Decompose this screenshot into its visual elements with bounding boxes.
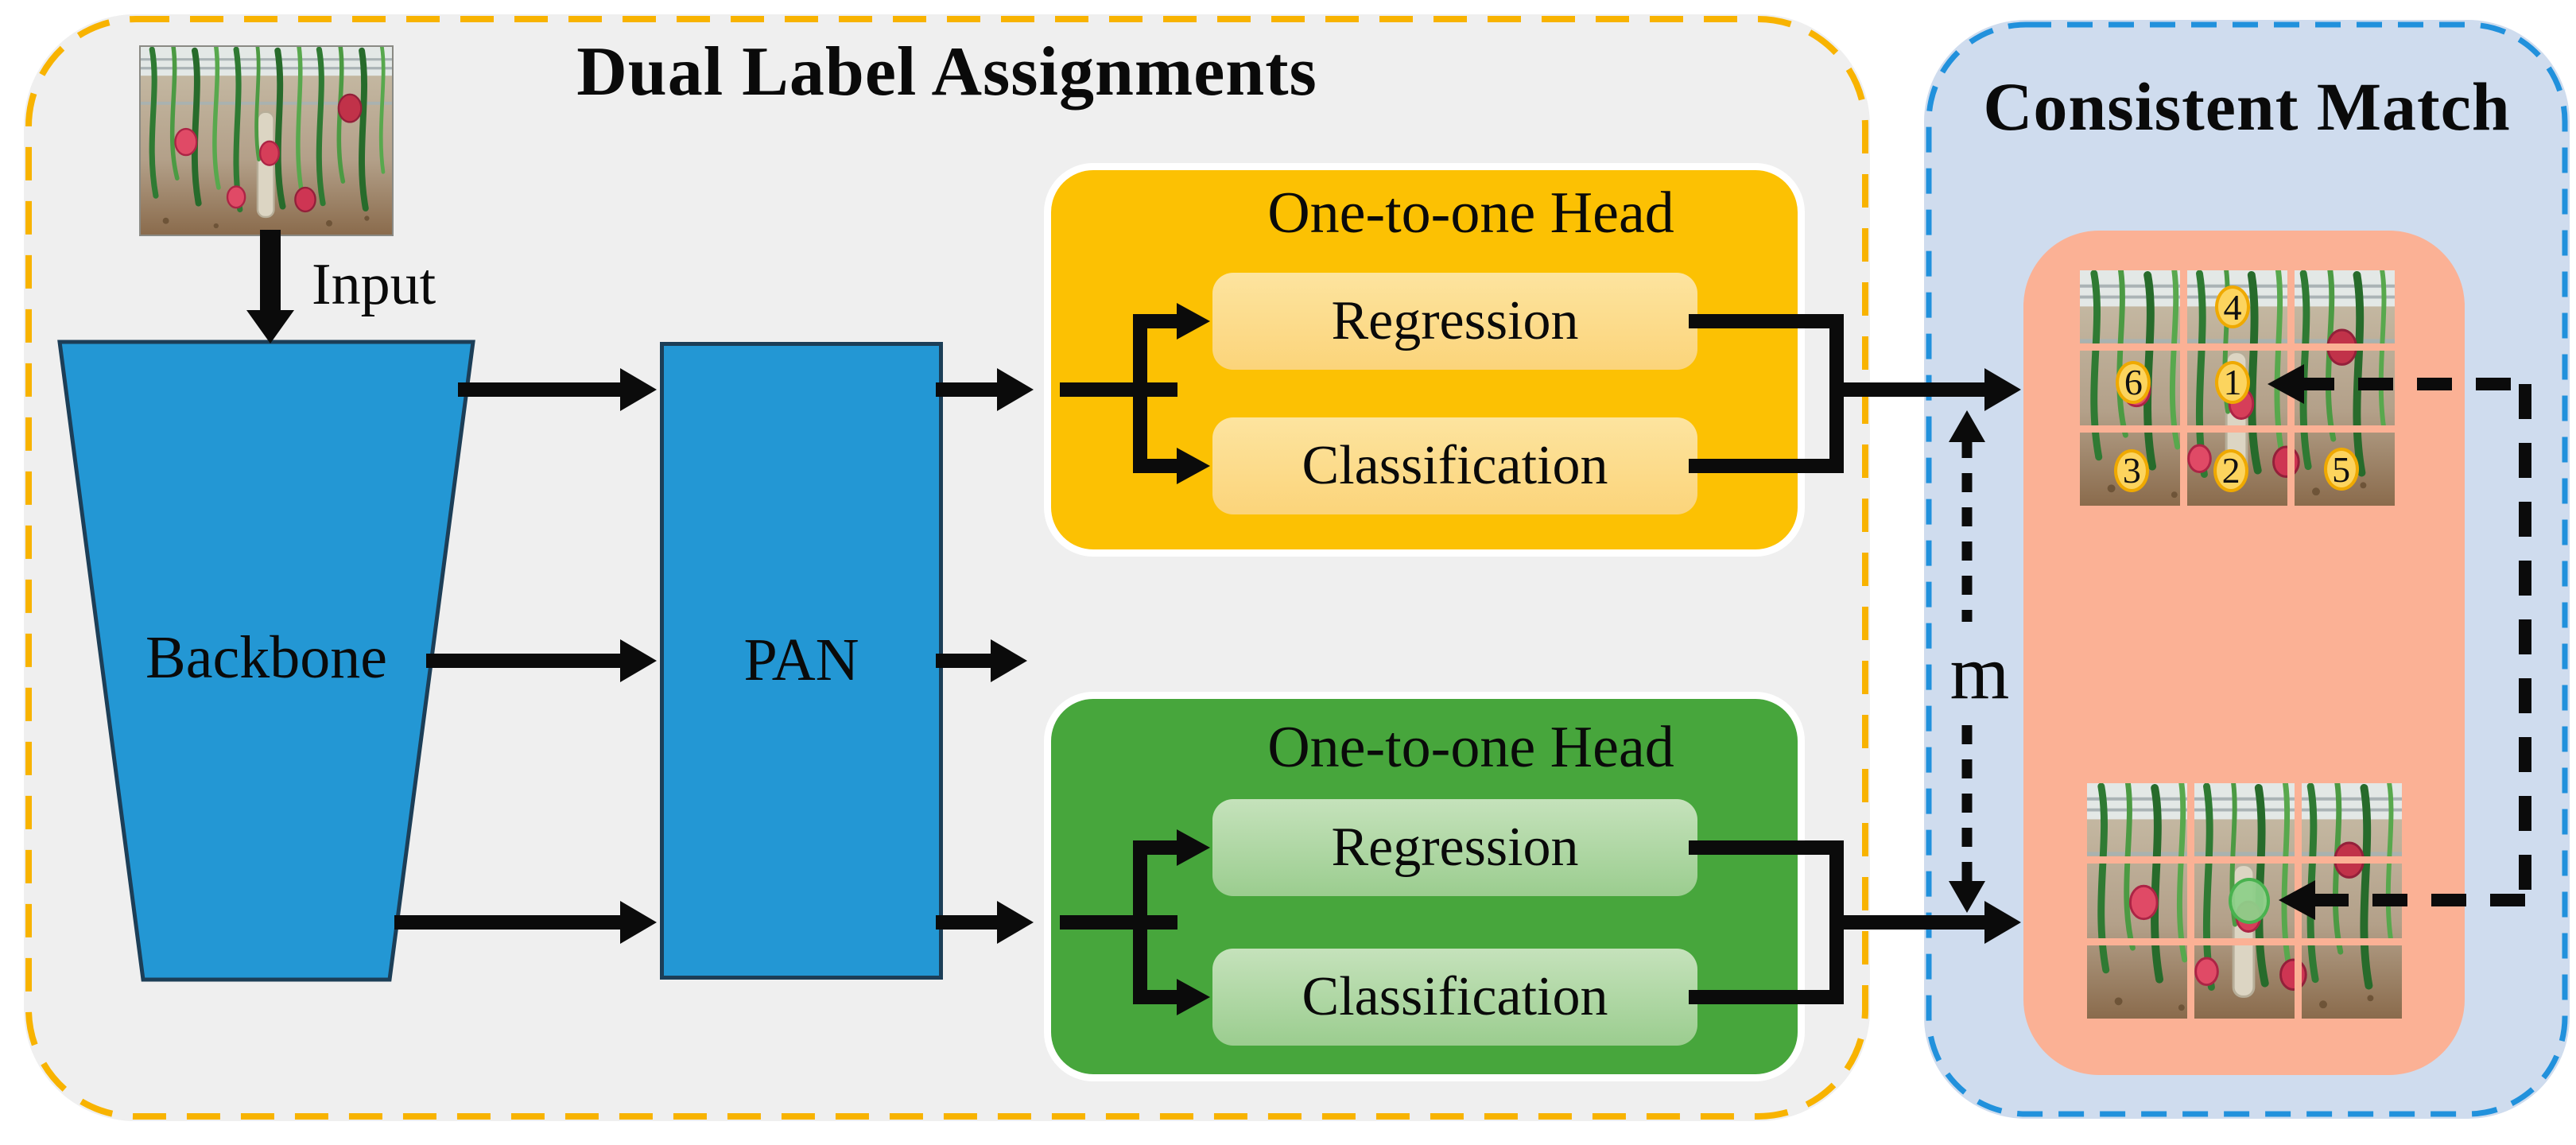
anchor-marker-5: 5 bbox=[2323, 448, 2359, 491]
match-grid-top: 4 6 1 3 2 5 bbox=[2080, 267, 2395, 506]
consistency-metric-label: m bbox=[1949, 630, 2010, 715]
head-top-title: One-to-one Head bbox=[1267, 180, 1674, 246]
pan-label: PAN bbox=[743, 627, 859, 694]
head-top-regression-box: Regression bbox=[1212, 273, 1697, 370]
match-grid-bottom bbox=[2087, 780, 2402, 1019]
grid-line bbox=[2080, 344, 2395, 351]
grid-line bbox=[2080, 425, 2395, 433]
grid-line bbox=[2087, 856, 2402, 864]
right-panel-title: Consistent Match bbox=[1983, 68, 2511, 145]
input-label: Input bbox=[312, 252, 436, 317]
head-top-classification-box: Classification bbox=[1212, 417, 1697, 514]
anchor-marker-4: 4 bbox=[2215, 285, 2251, 329]
anchor-marker-6: 6 bbox=[2116, 360, 2151, 404]
pan-box: PAN bbox=[660, 342, 943, 980]
anchor-marker-2: 2 bbox=[2213, 448, 2249, 492]
backbone-label: Backbone bbox=[145, 624, 387, 691]
head-bottom-title: One-to-one Head bbox=[1267, 715, 1674, 780]
grid-line bbox=[2295, 783, 2302, 1019]
grid-line bbox=[2180, 270, 2187, 506]
head-bottom-regression-box: Regression bbox=[1212, 799, 1697, 896]
selected-anchor-marker bbox=[2228, 878, 2270, 924]
grid-line bbox=[2087, 938, 2402, 945]
input-image bbox=[139, 45, 394, 236]
head-bottom-classification-box: Classification bbox=[1212, 949, 1697, 1046]
grid-line bbox=[2287, 270, 2295, 506]
orchard-scene bbox=[141, 45, 392, 235]
anchor-marker-3: 3 bbox=[2114, 448, 2150, 492]
grid-line bbox=[2187, 783, 2194, 1019]
anchor-marker-1: 1 bbox=[2215, 360, 2251, 404]
